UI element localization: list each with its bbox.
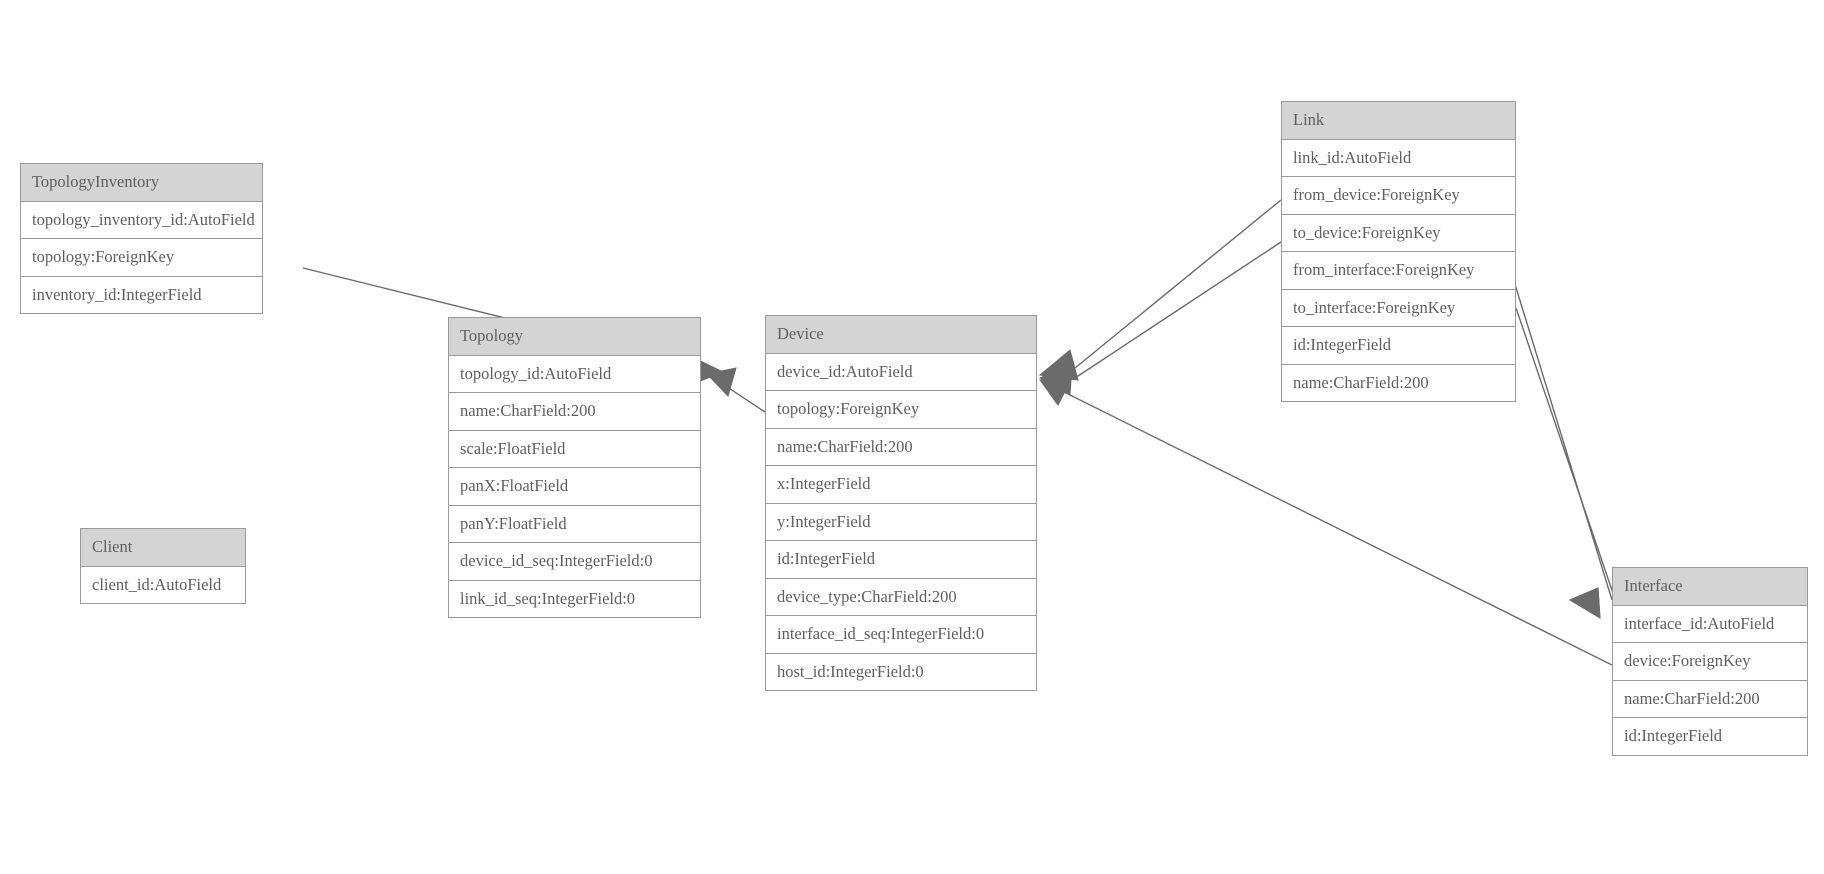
entity-field[interactable]: id:IntegerField: [1624, 726, 1723, 745]
entity-field[interactable]: interface_id:AutoField: [1613, 606, 1807, 643]
relationship-link-frominterface-to-interface[interactable]: [1509, 267, 1613, 619]
entity-field[interactable]: device_id_seq:IntegerField:0: [449, 543, 700, 581]
relationship-line: [711, 376, 766, 413]
entity-title-topology_inventory: TopologyInventory: [21, 164, 262, 202]
relationship-arrowhead: [1038, 349, 1079, 381]
entity-field[interactable]: link_id_seq:IntegerField:0: [460, 588, 636, 608]
relationship-line: [1515, 307, 1617, 603]
entity-title-client: Client: [81, 529, 245, 567]
entity-title-interface: Interface: [1613, 568, 1807, 606]
entity-field[interactable]: host_id:IntegerField:0: [777, 661, 924, 681]
relationship-line: [1059, 389, 1613, 666]
entity-field[interactable]: y:IntegerField: [766, 504, 1036, 541]
entity-field[interactable]: device_id:AutoField: [766, 354, 1036, 391]
entity-field[interactable]: panY:FloatField: [449, 506, 700, 543]
entity-field[interactable]: topology_inventory_id:AutoField: [21, 202, 262, 239]
entity-field[interactable]: client_id:AutoField: [92, 574, 222, 594]
entity-field[interactable]: panX:FloatField: [449, 468, 700, 506]
relationship-interface-device-to-device[interactable]: [1039, 377, 1613, 666]
relationship-arrowhead: [1568, 587, 1601, 619]
entity-field[interactable]: from_interface:ForeignKey: [1282, 252, 1515, 290]
entity-field[interactable]: name:CharField:200: [449, 393, 700, 431]
entity-field[interactable]: id:IntegerField: [766, 541, 1036, 579]
relationship-link-todevice-to-device[interactable]: [1038, 241, 1282, 396]
entity-fields-client: client_id:AutoField: [81, 567, 245, 604]
entity-field[interactable]: x:IntegerField: [766, 466, 1036, 504]
relationship-arrowhead: [1568, 587, 1601, 619]
entity-field[interactable]: from_device:ForeignKey: [1282, 177, 1515, 215]
relationship-line: [1074, 199, 1282, 369]
relationship-arrowhead: [706, 367, 737, 397]
relationship-link-fromdevice-to-device[interactable]: [1038, 199, 1282, 381]
relationship-line: [1509, 267, 1613, 601]
relationship-arrowhead: [1039, 377, 1073, 406]
relationship-arrowhead: [1038, 363, 1073, 396]
entity-field[interactable]: to_device:ForeignKey: [1282, 215, 1515, 252]
relationship-line: [1074, 241, 1282, 379]
relationship-device-to-topology[interactable]: [706, 367, 766, 413]
relationship-link-tointerface-to-interface[interactable]: [1515, 307, 1617, 619]
entity-title-device: Device: [766, 316, 1036, 354]
entity-title-link: Link: [1282, 102, 1515, 140]
entity-field[interactable]: device:ForeignKey: [1613, 643, 1807, 681]
entity-field[interactable]: link_id:AutoField: [1282, 140, 1515, 177]
entity-title-topology: Topology: [449, 318, 700, 356]
entity-field[interactable]: to_interface:ForeignKey: [1282, 290, 1515, 327]
entity-field[interactable]: device_type:CharField:200: [766, 579, 1036, 616]
entity-field[interactable]: id:IntegerField: [1282, 327, 1515, 365]
entity-field[interactable]: inventory_id:IntegerField: [32, 284, 202, 304]
entity-client[interactable]: Client client_id:AutoField: [80, 528, 246, 604]
entity-field[interactable]: topology:ForeignKey: [21, 239, 262, 277]
entity-field[interactable]: name:CharField:200: [1613, 681, 1807, 718]
entity-field[interactable]: name:CharField:200: [1293, 372, 1429, 392]
entity-field[interactable]: topology:ForeignKey: [766, 391, 1036, 429]
entity-field[interactable]: scale:FloatField: [449, 431, 700, 468]
entity-field[interactable]: name:CharField:200: [766, 429, 1036, 466]
entity-field[interactable]: topology_id:AutoField: [449, 356, 700, 393]
entity-field[interactable]: interface_id_seq:IntegerField:0: [766, 616, 1036, 654]
